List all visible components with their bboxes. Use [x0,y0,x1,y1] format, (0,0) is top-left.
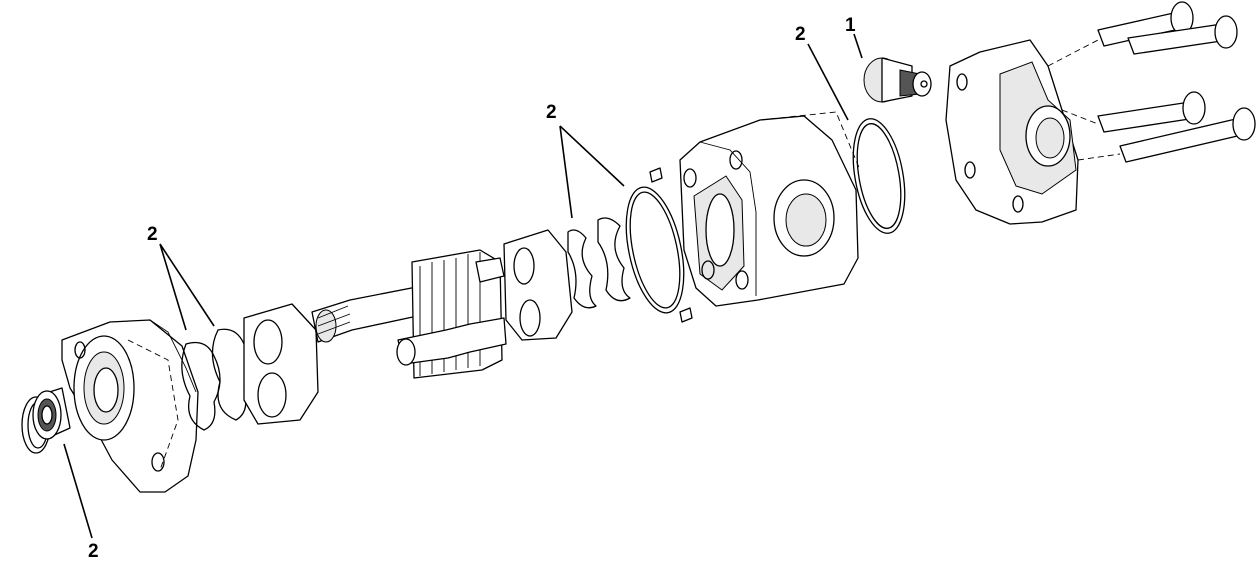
relief-valve [863,57,932,103]
callout-seal-kit-center: 2 [546,102,557,123]
callout-relief-valve: 1 [845,15,856,36]
rear-wear-plate [503,229,573,341]
shaft-seal [32,387,71,440]
pump-body [679,111,861,307]
driven-gear [396,317,507,366]
leader-lines [63,33,863,539]
rear-cover [945,39,1079,225]
cap-screws [1047,1,1256,163]
callout-seal-kit-front: 2 [147,224,158,245]
mounting-flange [61,319,199,493]
front-seal-set [181,328,251,431]
rear-seal-set [567,217,631,309]
front-wear-plate [243,303,319,425]
dowel-pins [649,167,693,323]
callout-seal-kit-rear: 2 [795,24,806,45]
rear-o-ring [852,118,906,234]
body-o-ring [625,186,685,314]
callout-seal-kit-shaft: 2 [88,541,99,562]
